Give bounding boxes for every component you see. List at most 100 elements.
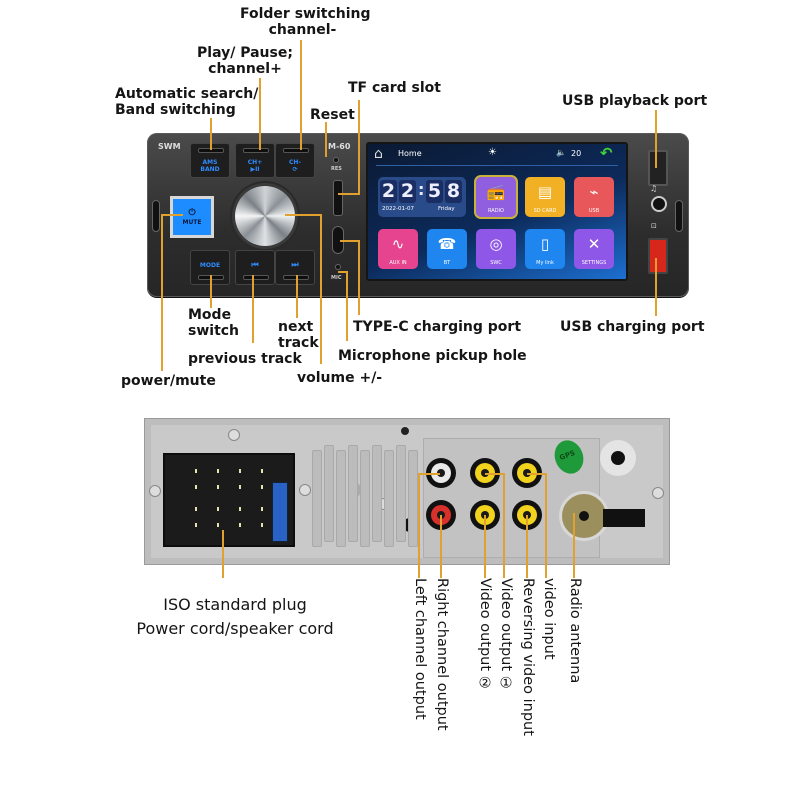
- auto-search-callout: Automatic search/Band switching: [115, 86, 259, 118]
- my-link-icon: ▯: [540, 235, 550, 253]
- radio-icon: 📻: [486, 183, 506, 201]
- app-tile-usb[interactable]: ⌁ USB: [574, 177, 614, 217]
- leader-line: [285, 214, 322, 216]
- screen-title: Home: [398, 149, 422, 158]
- leader-line: [358, 100, 360, 194]
- aux-in-icon: ∿: [391, 235, 405, 253]
- iso-pin: [195, 523, 197, 527]
- charge-icon: ⊡: [651, 222, 657, 230]
- back-icon[interactable]: ↶: [600, 144, 613, 162]
- leader-line: [526, 515, 528, 578]
- type-c-callout: TYPE-C charging port: [353, 319, 522, 335]
- vent-slot: [372, 445, 382, 542]
- leader-line: [418, 473, 440, 475]
- vent-slot: [324, 445, 334, 542]
- leader-line: [161, 214, 163, 371]
- leader-line: [655, 258, 657, 316]
- vent-slot: [312, 450, 322, 547]
- rear-hole: [401, 427, 409, 435]
- usb-charging-port[interactable]: [648, 238, 668, 274]
- previous-track-button[interactable]: ⏮: [235, 250, 275, 285]
- iso-pin: [239, 507, 241, 511]
- iso-pin: [195, 507, 197, 511]
- aux-jack[interactable]: [651, 196, 667, 212]
- clock-separator: :: [418, 180, 425, 199]
- radio-antenna-jack[interactable]: [559, 491, 609, 541]
- microphone-callout: Microphone pickup hole: [338, 348, 527, 364]
- power-mute-callout: power/mute: [121, 373, 216, 389]
- leader-line: [527, 473, 547, 475]
- res-label: RES: [331, 166, 342, 172]
- vent-slot: [396, 445, 406, 542]
- status-bar: ⌂ Home ☀ 🔈 20 ↶: [368, 144, 626, 166]
- mode-label: MODE: [199, 262, 221, 269]
- vent-slot: [384, 450, 394, 547]
- screw: [228, 429, 240, 441]
- app-tile-settings[interactable]: ✕ SETTINGS: [574, 229, 614, 269]
- rear-aux-jack[interactable]: [600, 440, 636, 476]
- app-tile-label: USB: [588, 208, 600, 214]
- leader-line: [655, 110, 657, 168]
- app-tile-bt[interactable]: ☎BT: [427, 229, 467, 269]
- home-icon[interactable]: ⌂: [374, 146, 383, 162]
- usb-icon: ⌁: [589, 183, 599, 201]
- touch-screen[interactable]: ⌂ Home ☀ 🔈 20 ↶ 2 2 : 5 8 2022-01-07 Fri…: [366, 142, 628, 281]
- settings-icon: ✕: [587, 235, 601, 253]
- mic-label: MIC: [331, 275, 342, 281]
- mute-label: MUTE: [182, 219, 202, 226]
- app-tile-label: My link: [536, 260, 554, 266]
- music-note-icon: ♫: [650, 184, 658, 193]
- clock-widget: 2 2 : 5 8 2022-01-07 Friday: [378, 177, 466, 217]
- ch-plus-play-pause-button[interactable]: CH+▶II: [235, 143, 275, 178]
- app-tile-label: SETTINGS: [581, 260, 607, 266]
- leader-line: [300, 40, 302, 150]
- iso-pin: [217, 485, 219, 489]
- brand-label: SWM: [158, 142, 181, 151]
- app-tile-radio[interactable]: 📻RADIO: [476, 177, 516, 217]
- left-channel-callout: Left channel output: [412, 578, 428, 720]
- iso-pin: [195, 469, 197, 473]
- leader-line: [503, 473, 505, 578]
- tf-card-slot[interactable]: [333, 180, 343, 216]
- folder-icon: ⟳: [292, 166, 298, 173]
- power-icon: ⏻: [188, 208, 196, 218]
- iso-pin: [239, 485, 241, 489]
- reset-callout: Reset: [310, 107, 355, 123]
- volume-knob[interactable]: [235, 186, 295, 246]
- iso-pin: [261, 485, 263, 489]
- leader-line: [346, 271, 348, 341]
- app-tile-aux-in[interactable]: ∿ AUX IN: [378, 229, 418, 269]
- right-channel-callout: Right channel output: [434, 578, 450, 731]
- app-tile-swc[interactable]: ◎SWC: [476, 229, 516, 269]
- usb-charging-callout: USB charging port: [560, 319, 705, 335]
- screw: [149, 485, 161, 497]
- clock-digit: 5: [426, 180, 443, 203]
- reversing-video-callout: Reversing video input: [520, 578, 536, 736]
- clock-day: Friday: [438, 206, 455, 212]
- power-mute-button[interactable]: ⏻MUTE: [170, 196, 214, 238]
- ch-minus-folder-button[interactable]: CH-⟳: [275, 143, 315, 178]
- reset-hole[interactable]: [333, 157, 339, 163]
- rear-rect-port: [603, 509, 645, 527]
- leader-line: [296, 275, 298, 318]
- ch-plus-label: CH+: [247, 159, 263, 166]
- brightness-icon[interactable]: ☀: [488, 147, 497, 158]
- app-tile-label: SWC: [490, 260, 502, 266]
- ch-minus-label: CH-: [289, 159, 301, 166]
- next-track-button[interactable]: ⏭: [275, 250, 315, 285]
- bt-icon: ☎: [437, 235, 457, 253]
- tf-card-callout: TF card slot: [348, 80, 441, 96]
- iso-pin: [261, 507, 263, 511]
- volume-value: 20: [571, 149, 582, 158]
- iso-pin: [239, 469, 241, 473]
- volume-callout: volume +/-: [297, 370, 383, 386]
- app-tile-my-link[interactable]: ▯ My link: [525, 229, 565, 269]
- leader-line: [340, 240, 360, 242]
- app-tile-label: AUX IN: [389, 260, 407, 266]
- app-tile-sd-card[interactable]: ▤SD CARD: [525, 177, 565, 217]
- usb-playback-port[interactable]: [648, 150, 668, 186]
- usb-playback-callout: USB playback port: [562, 93, 708, 109]
